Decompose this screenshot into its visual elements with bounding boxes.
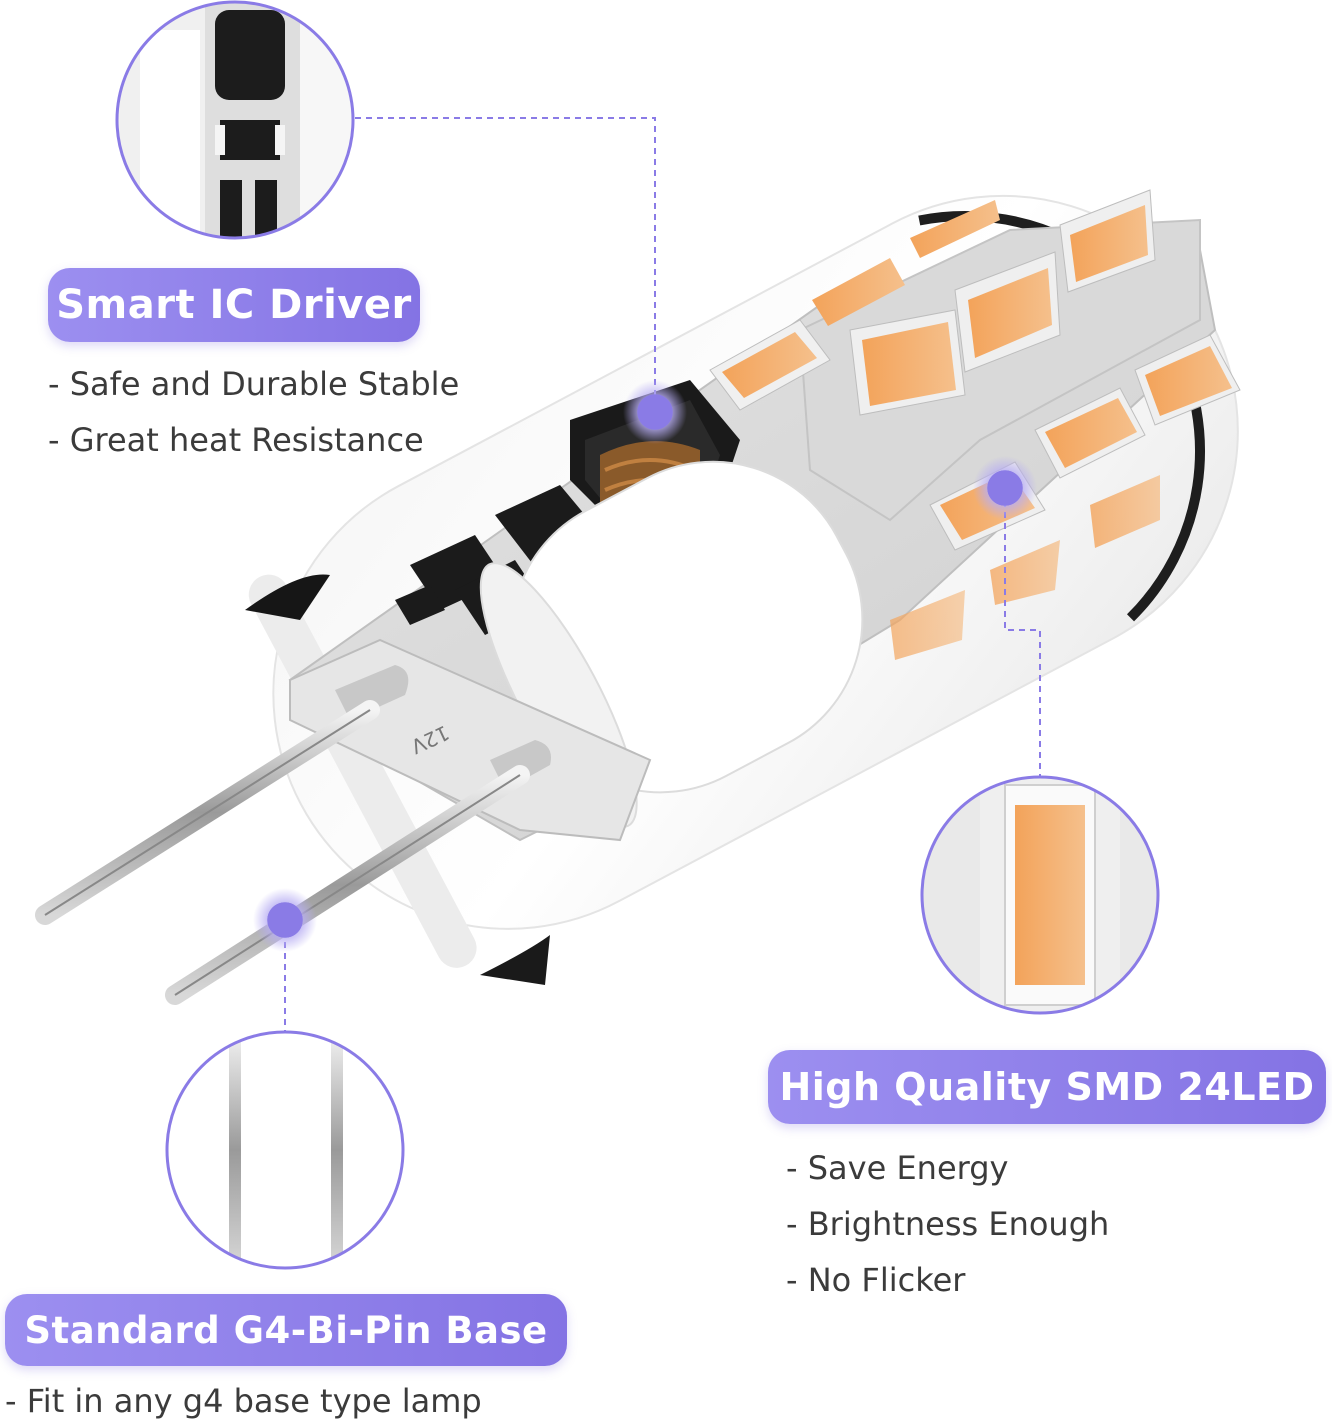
- callout-connectors: [284, 117, 1041, 1032]
- base-features: - Fit in any g4 base type lamp: [5, 1378, 482, 1424]
- bi-pin-magnifier: [165, 1030, 405, 1270]
- base-label: Standard G4-Bi-Pin Base: [5, 1294, 567, 1366]
- feature-item: - Brightness Enough: [786, 1205, 1110, 1243]
- smd-led-marker-dot: [973, 456, 1037, 520]
- g4-led-bulb: 12V: [35, 189, 1241, 1005]
- feature-item: - No Flicker: [786, 1261, 966, 1299]
- feature-item: - Save Energy: [786, 1149, 1009, 1187]
- ic-driver-title: Smart IC Driver: [56, 282, 412, 328]
- base-title: Standard G4-Bi-Pin Base: [24, 1308, 548, 1352]
- smd-led-features: - Save Energy - Brightness Enough - No F…: [786, 1140, 1109, 1308]
- smd-led-title: High Quality SMD 24LED: [779, 1065, 1315, 1109]
- smd-led-label: High Quality SMD 24LED: [768, 1050, 1326, 1124]
- ic-driver-features: - Safe and Durable Stable - Great heat R…: [48, 356, 459, 468]
- smd-led-magnifier: [920, 775, 1160, 1015]
- feature-item: - Safe and Durable Stable: [48, 365, 460, 403]
- led-chips: [709, 189, 1241, 660]
- bi-pin-marker-dot: [253, 888, 317, 952]
- feature-item: - Great heat Resistance: [48, 421, 424, 459]
- ic-driver-label: Smart IC Driver: [48, 268, 420, 342]
- feature-item: - Fit in any g4 base type lamp: [5, 1382, 482, 1420]
- ic-driver-magnifier: [115, 0, 355, 240]
- ic-driver-marker-dot: [623, 380, 687, 444]
